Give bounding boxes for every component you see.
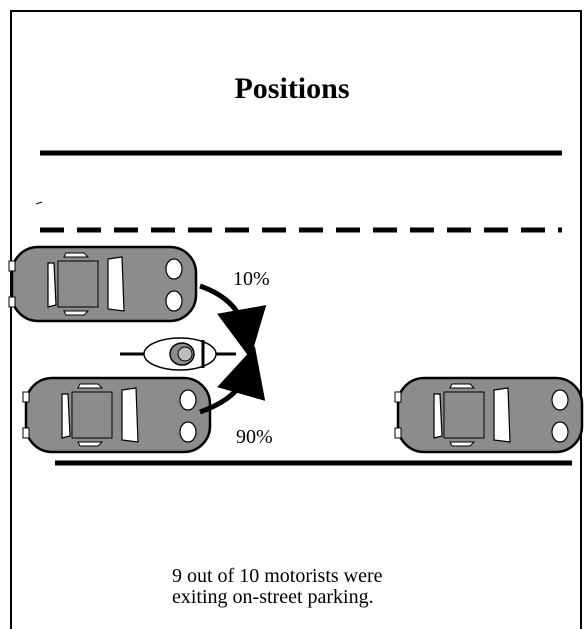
car-bottom-left	[21, 376, 212, 454]
diagram-title: Positions	[234, 72, 350, 105]
arrow-curve-top	[199, 283, 267, 359]
percent-label-top: 10%	[233, 268, 270, 290]
bicyclist-icon	[120, 337, 236, 371]
arrow-curve-bottom	[199, 345, 266, 415]
stray-mark	[35, 201, 43, 205]
diagram-frame	[10, 10, 582, 629]
caption: 9 out of 10 motorists were exiting on-st…	[172, 566, 492, 608]
car-parked-right	[393, 376, 584, 454]
caption-line-1: 9 out of 10 motorists were	[172, 565, 383, 587]
car-top-left	[7, 245, 198, 323]
caption-line-2: exiting on-street parking.	[172, 586, 374, 608]
percent-label-bottom: 90%	[236, 426, 273, 448]
